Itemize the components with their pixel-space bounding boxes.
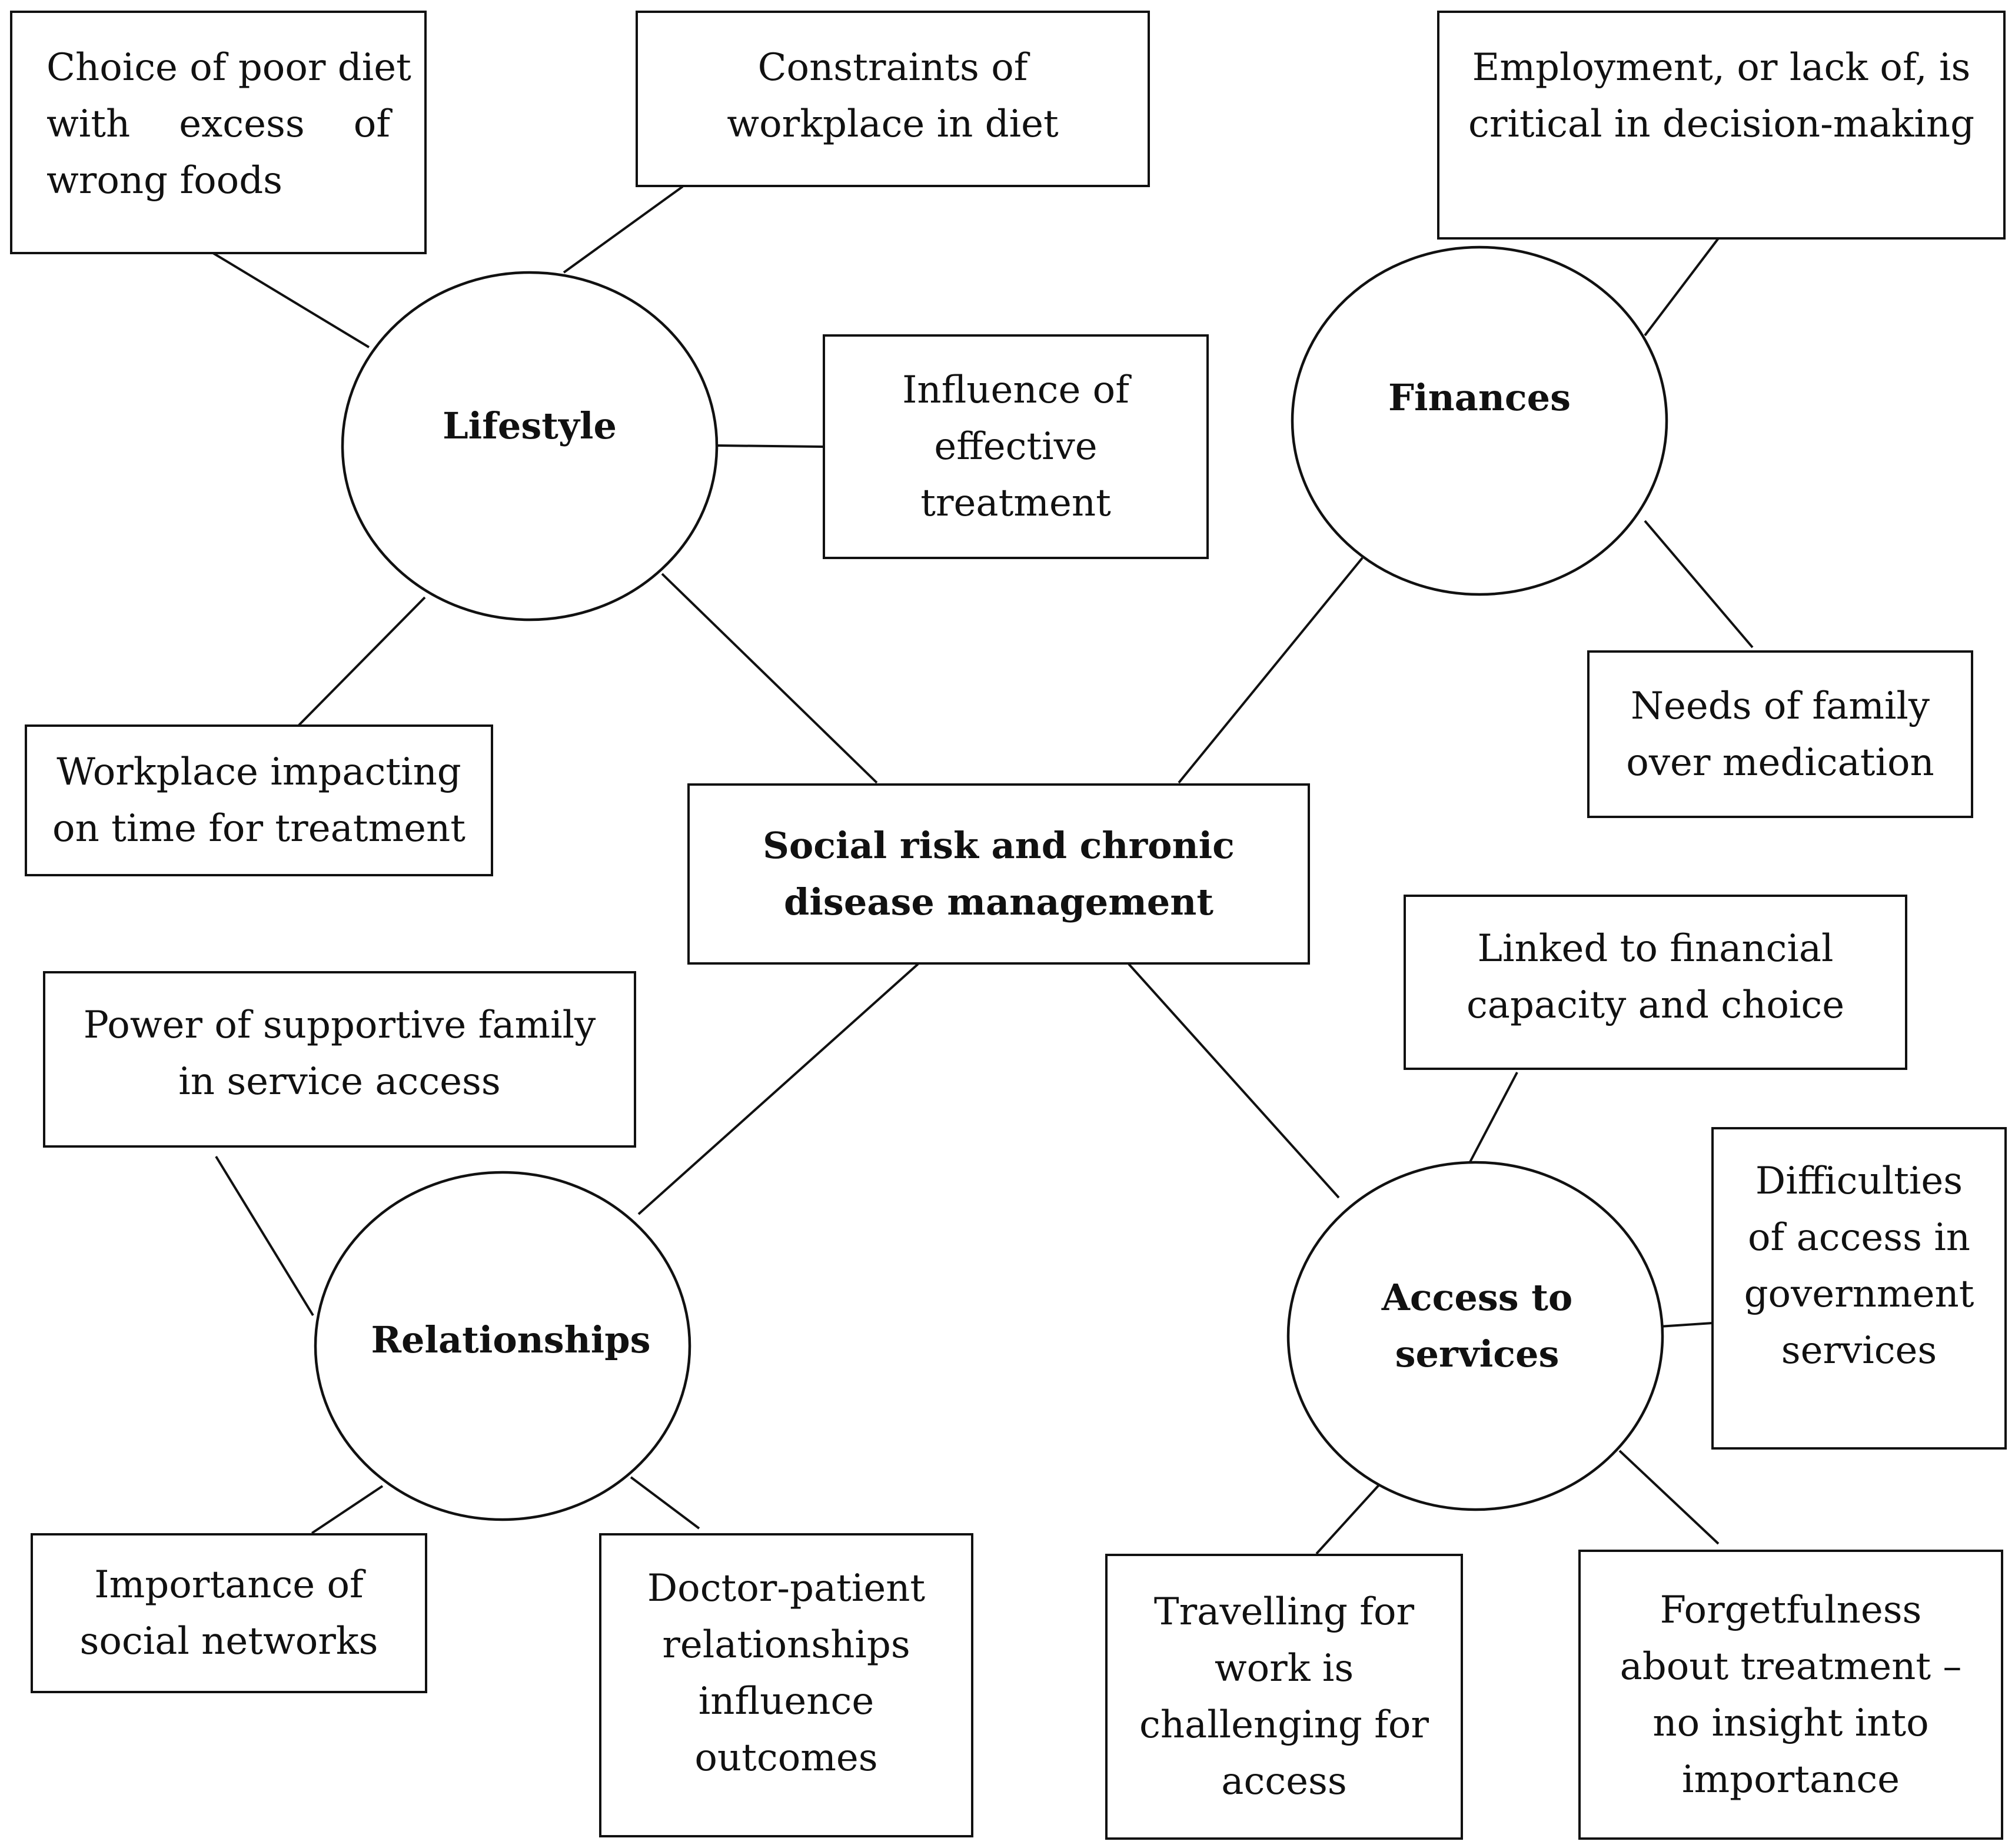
box-travelling-line: challenging for — [1139, 1703, 1429, 1747]
box-government-services-line: services — [1781, 1329, 1937, 1372]
access-circle — [1286, 1161, 1664, 1511]
box-travelling-line: access — [1221, 1760, 1347, 1803]
relationships-circle — [314, 1171, 691, 1521]
theme-label-access: Access to services — [1382, 1269, 1572, 1382]
connector-center-lifestyle — [661, 573, 878, 784]
word: of — [353, 102, 390, 146]
connector-finances-employment — [1644, 237, 1720, 337]
box-workplace-diet-line: workplace in diet — [727, 102, 1059, 146]
connector-lifestyle-workplace-time — [298, 596, 426, 726]
box-poor-diet-line: wrong foods — [46, 159, 282, 202]
box-travelling-line: work is — [1214, 1647, 1354, 1690]
connector-access-forgetfulness — [1618, 1450, 1720, 1545]
word: excess — [179, 102, 305, 146]
box-supportive-family-line: Power of supportive family — [83, 1003, 596, 1047]
box-employment: Employment, or lack of, is critical in d… — [1437, 11, 2006, 240]
box-social-networks-line: social networks — [79, 1620, 378, 1663]
theme-label-lifestyle: Lifestyle — [443, 404, 617, 447]
box-effective-treatment-line: treatment — [920, 481, 1111, 525]
box-forgetfulness-line: importance — [1681, 1757, 1900, 1802]
box-poor-diet: Choice of poor diet with excess of wrong… — [10, 11, 427, 254]
box-forgetfulness-line: Forgetfulness — [1660, 1588, 1922, 1632]
box-government-services-line: of access in — [1748, 1216, 1970, 1259]
lifestyle-circle — [341, 271, 719, 621]
box-financial-capacity-line: Linked to financial — [1477, 927, 1834, 970]
box-workplace-time-line: Workplace impacting — [56, 750, 461, 794]
theme-label-finances: Finances — [1388, 376, 1571, 419]
box-supportive-family-line: in service access — [178, 1060, 501, 1104]
box-financial-capacity: Linked to financial capacity and choice — [1404, 895, 1907, 1070]
connector-center-finances — [1178, 557, 1364, 784]
central-theme-box: Social risk and chronic disease manageme… — [687, 783, 1310, 965]
central-theme-line: disease management — [784, 880, 1213, 923]
box-social-networks-line: Importance of — [94, 1563, 364, 1607]
box-employment-line: critical in decision-making — [1468, 102, 1975, 146]
connector-lifestyle-workplace-diet — [563, 185, 684, 274]
box-workplace-diet: Constraints of workplace in diet — [636, 11, 1150, 187]
connector-finances-family-needs — [1644, 520, 1754, 649]
connector-relationships-doctor-patient — [630, 1476, 700, 1530]
connector-access-travelling — [1315, 1481, 1383, 1555]
box-forgetfulness-line: no insight into — [1652, 1701, 1929, 1745]
box-travelling-line: Travelling for — [1153, 1590, 1415, 1634]
box-family-needs: Needs of family over medication — [1587, 650, 1973, 818]
word: with — [46, 102, 131, 146]
box-government-services-line: government — [1744, 1272, 1974, 1316]
box-doctor-patient-line: relationships — [662, 1623, 910, 1667]
box-effective-treatment: Influence of effective treatment — [823, 334, 1209, 559]
box-doctor-patient: Doctor-patient relationships influence o… — [599, 1533, 973, 1837]
box-forgetfulness: Forgetfulness about treatment – no insig… — [1578, 1550, 2003, 1840]
box-financial-capacity-line: capacity and choice — [1466, 983, 1845, 1027]
box-employment-line: Employment, or lack of, is — [1472, 46, 1971, 89]
connector-access-government-services — [1659, 1322, 1713, 1328]
box-doctor-patient-line: outcomes — [694, 1736, 878, 1780]
theme-label-relationships: Relationships — [371, 1318, 651, 1361]
box-workplace-time: Workplace impacting on time for treatmen… — [25, 724, 493, 876]
box-government-services-line: Difficulties — [1755, 1159, 1963, 1203]
connector-lifestyle-effective-treatment — [717, 444, 824, 448]
connector-relationships-supportive-family — [215, 1155, 314, 1317]
box-family-needs-line: Needs of family — [1630, 684, 1930, 728]
connector-relationships-social-networks — [311, 1485, 384, 1534]
box-doctor-patient-line: influence — [698, 1680, 875, 1723]
box-forgetfulness-line: about treatment – — [1620, 1644, 1962, 1689]
box-family-needs-line: over medication — [1626, 740, 1934, 785]
box-government-services: Difficulties of access in government ser… — [1711, 1127, 2007, 1450]
box-workplace-time-line: on time for treatment — [52, 807, 465, 850]
theme-label-access-line: Access to — [1381, 1276, 1573, 1319]
box-travelling: Travelling for work is challenging for a… — [1105, 1554, 1463, 1840]
connector-center-access — [1128, 963, 1340, 1199]
connector-center-relationships — [637, 963, 919, 1215]
box-supportive-family: Power of supportive family in service ac… — [43, 971, 636, 1148]
box-effective-treatment-line: Influence of — [902, 368, 1129, 412]
box-social-networks: Importance of social networks — [31, 1533, 427, 1693]
central-theme-line: Social risk and chronic — [763, 824, 1235, 867]
finances-circle — [1291, 245, 1668, 596]
box-doctor-patient-line: Doctor-patient — [647, 1567, 926, 1610]
box-poor-diet-justified-line: with excess of — [46, 96, 390, 152]
box-workplace-diet-line: Constraints of — [757, 46, 1028, 89]
connector-lifestyle-poor-diet — [212, 252, 370, 348]
connector-access-financial-capacity — [1467, 1072, 1518, 1166]
box-effective-treatment-line: effective — [934, 425, 1098, 468]
box-poor-diet-line: Choice of poor diet — [46, 46, 411, 89]
theme-label-access-line: services — [1395, 1332, 1560, 1375]
